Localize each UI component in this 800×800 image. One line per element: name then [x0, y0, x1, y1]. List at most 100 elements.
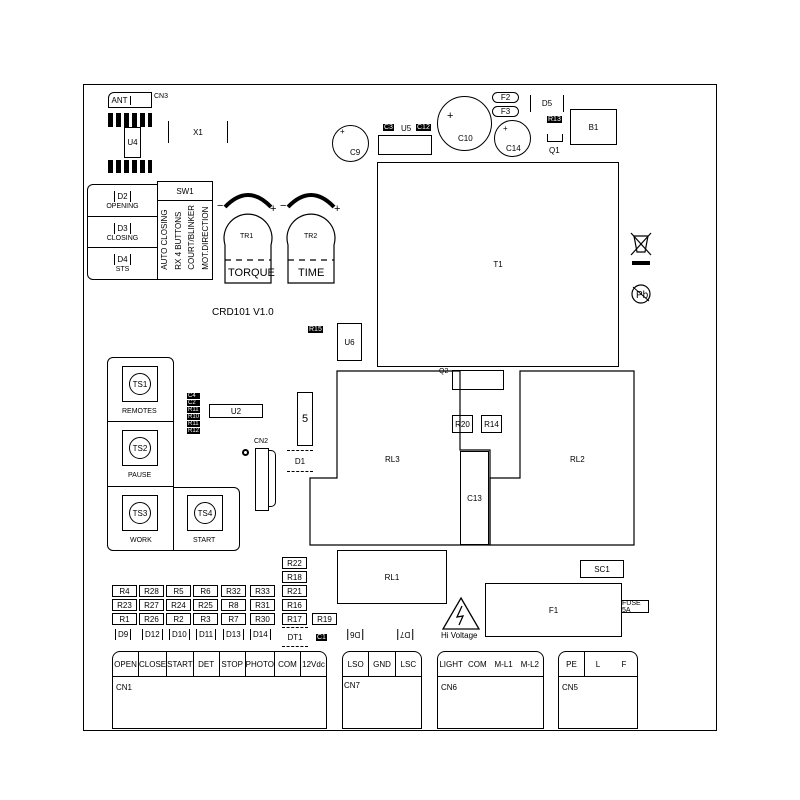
tr2-trimmer[interactable]: TR2 — [304, 233, 318, 240]
terminal-lso[interactable]: LSO — [343, 652, 370, 676]
resistor: R33 — [250, 585, 275, 597]
terminal-gnd[interactable]: GND — [369, 652, 396, 676]
d2-led: D2 — [114, 190, 131, 202]
c10-capacitor — [437, 96, 492, 151]
terminal-com[interactable]: COM — [275, 652, 301, 676]
terminal-stop[interactable]: STOP — [220, 652, 246, 676]
diode: D13 — [223, 629, 244, 640]
r20-label: R20 — [455, 419, 470, 429]
c1-label: C1 — [316, 634, 327, 641]
resistor: R32 — [221, 585, 246, 597]
led-label: CLOSING — [106, 234, 139, 242]
f2-label: F2 — [500, 93, 511, 102]
terminal-f[interactable]: F — [621, 659, 627, 669]
terminal-lsc[interactable]: LSC — [400, 659, 417, 669]
fuse-rating: FUSE 5A — [621, 600, 649, 614]
resistor: R18 — [282, 571, 307, 583]
r13-label: R13 — [547, 116, 562, 123]
switch-mot-direction[interactable]: MOT.DIRECTION — [200, 206, 210, 270]
terminal-open[interactable]: OPEN — [113, 652, 140, 676]
sw1-label: SW1 — [176, 186, 194, 196]
ts4-panel — [173, 487, 240, 551]
resistor: R30 — [250, 613, 275, 625]
d5-diode: D5 — [530, 95, 564, 112]
tr1-trimmer[interactable]: TR1 — [240, 233, 254, 240]
ts1-button[interactable]: TS1 — [122, 366, 158, 402]
hi-voltage-label: Hi Voltage — [441, 631, 478, 640]
svg-text:−: − — [280, 200, 286, 212]
terminal-light[interactable]: LIGHT — [439, 659, 463, 669]
d1-label: D1 — [294, 456, 306, 466]
d7-diode: D7 — [397, 629, 414, 640]
dt1-label: DT1 — [287, 632, 303, 642]
resistor: R2 — [166, 613, 191, 625]
switch-court-blinker[interactable]: COURT/BLINKER — [187, 205, 197, 270]
terminal-det[interactable]: DET — [194, 652, 220, 676]
terminal-close[interactable]: CLOSE — [139, 652, 168, 676]
u4-label: U4 — [127, 138, 138, 147]
cn2-label: CN2 — [254, 438, 269, 445]
rl1-label: RL1 — [384, 572, 400, 582]
high-voltage-icon — [441, 596, 481, 630]
r14-label: R14 — [484, 419, 499, 429]
f3-fuse: F3 — [492, 106, 519, 117]
r15-label: R15 — [308, 326, 323, 333]
resistor: R22 — [282, 557, 307, 569]
terminal-photo[interactable]: PHOTO — [246, 652, 275, 676]
relay-outlines — [309, 370, 635, 546]
q1-label: Q1 — [549, 146, 560, 155]
c3-label: C3 — [383, 124, 394, 131]
plus-icon: + — [447, 110, 454, 122]
diode: D9 — [115, 629, 132, 640]
terminal-ml2[interactable]: M-L2 — [520, 659, 539, 669]
weee-bin-icon: Pb — [630, 232, 652, 304]
terminal-ml1[interactable]: M-L1 — [494, 659, 513, 669]
rl2-label: RL2 — [570, 455, 585, 464]
resistor: R1 — [112, 613, 137, 625]
cn2-connector[interactable] — [255, 448, 269, 511]
terminal-start[interactable]: START — [167, 652, 194, 676]
switch-auto-closing[interactable]: AUTO CLOSING — [160, 209, 170, 270]
terminal-12vdc[interactable]: 12Vdc — [302, 659, 325, 669]
ant-label: ANT — [109, 95, 131, 105]
ts4-button[interactable]: TS4 — [187, 495, 223, 531]
c13-label: C13 — [467, 493, 482, 503]
board-title: CRD101 V1.0 — [212, 307, 274, 318]
ts2-button[interactable]: TS2 — [122, 430, 158, 466]
c4-label: C4 — [187, 393, 201, 399]
u5-label: U5 — [401, 124, 412, 133]
c10-label: C10 — [458, 134, 473, 143]
svg-text:+: + — [334, 203, 340, 215]
diode: D11 — [196, 629, 217, 640]
u2-label: U2 — [230, 406, 242, 416]
terminal-com[interactable]: COM — [468, 659, 487, 669]
x1-label: X1 — [193, 127, 203, 137]
c14-label: C14 — [506, 144, 521, 153]
d3-led: D3 — [114, 222, 131, 234]
r12-label: R12 — [187, 428, 201, 434]
c9-label: C9 — [350, 148, 361, 157]
terminal-pe[interactable]: PE — [559, 652, 585, 676]
resistor: R5 — [166, 585, 191, 597]
terminal-l[interactable]: L — [595, 659, 601, 669]
r19-resistor: R19 — [312, 613, 337, 625]
rl1-relay: RL1 — [337, 550, 447, 604]
led-label: STS — [115, 266, 130, 274]
sw1-dip-switch[interactable]: SW1 AUTO CLOSING RX 4 BUTTONS COURT/BLIN… — [157, 181, 213, 280]
cn1-label: CN1 — [116, 683, 133, 692]
f1-label: F1 — [548, 605, 559, 615]
rl3-label: RL3 — [385, 455, 400, 464]
ts3-button[interactable]: TS3 — [122, 495, 158, 531]
u4-bottom-parts — [108, 160, 152, 173]
u5-regulator — [378, 135, 432, 155]
resistor: R4 — [112, 585, 137, 597]
c12-label: C12 — [416, 124, 431, 131]
d6-diode: D6 — [347, 629, 364, 640]
switch-rx-4-buttons[interactable]: RX 4 BUTTONS — [173, 211, 183, 270]
